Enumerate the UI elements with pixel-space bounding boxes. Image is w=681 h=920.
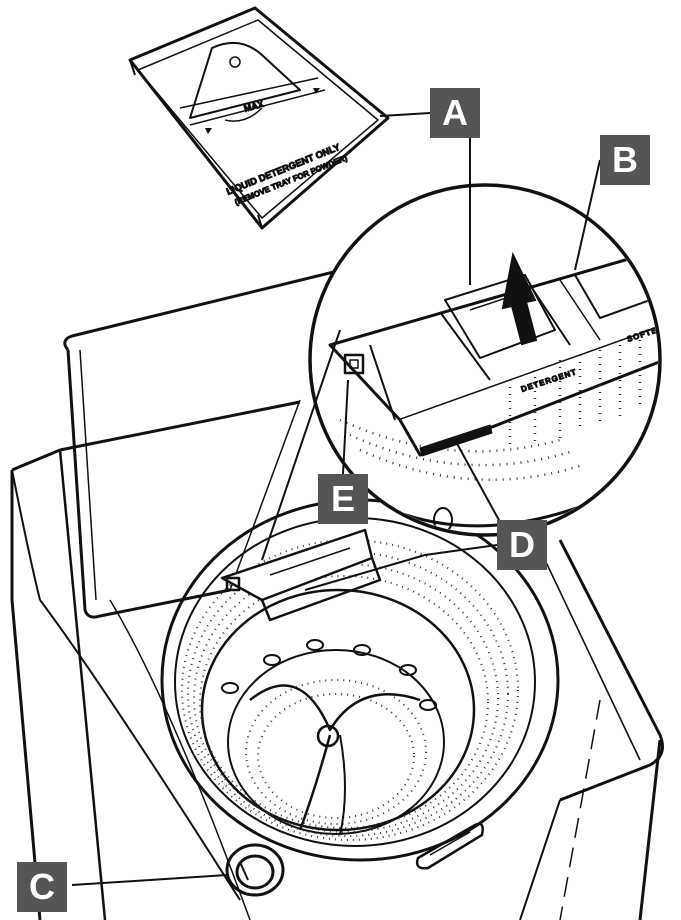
front-latch: [415, 822, 484, 870]
front-knob: [225, 843, 285, 897]
detergent-tray: MAX LIQUID DETERGENT ONLY (REMOVE TRAY F…: [128, 6, 390, 230]
callout-b-label: B: [600, 135, 650, 185]
lift-arrow-icon: [501, 251, 538, 346]
washer-lid: [63, 266, 351, 619]
leader-lines: [71, 112, 601, 886]
callout-d-label: D: [497, 520, 547, 570]
washer-body: [10, 400, 664, 920]
callout-e-label: E: [318, 474, 368, 524]
callout-a-label: A: [430, 88, 480, 138]
callout-c-label: C: [17, 862, 67, 912]
